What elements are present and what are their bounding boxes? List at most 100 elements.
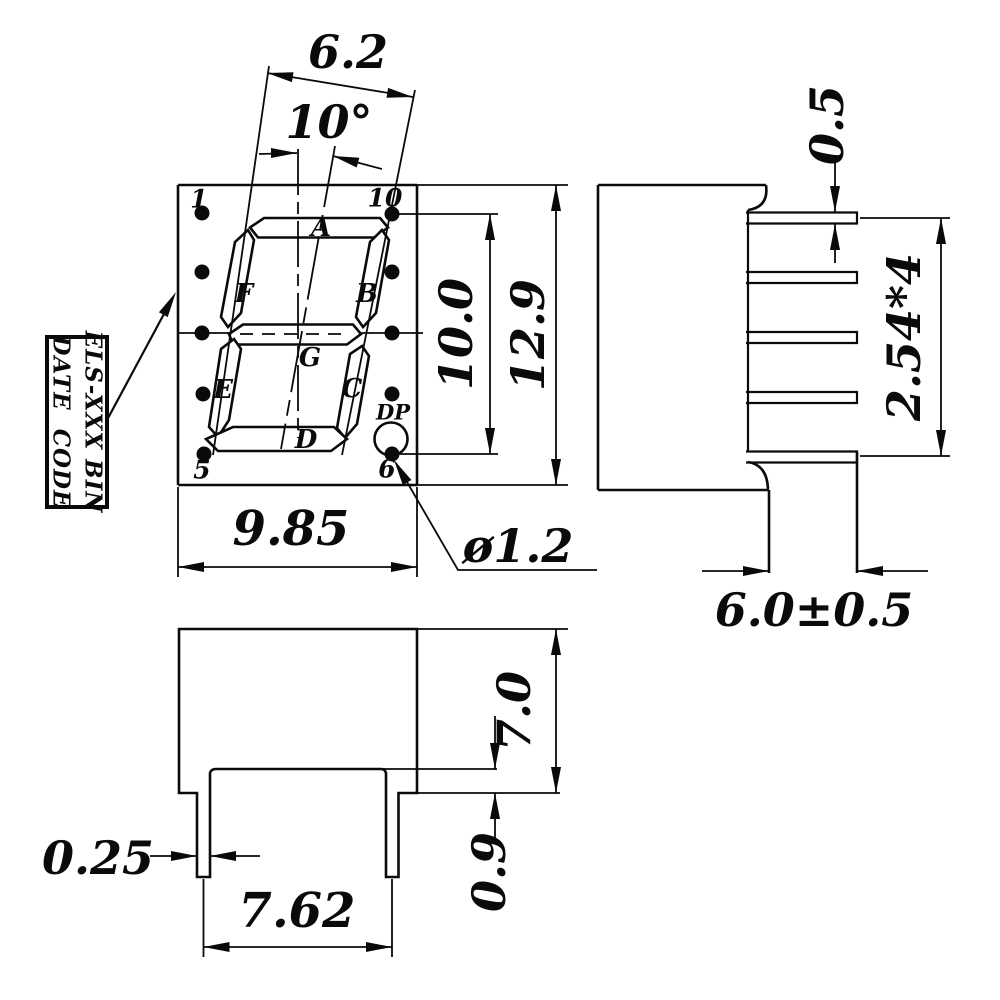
arrowhead xyxy=(203,942,230,952)
dim-text-slant-angle: 10° xyxy=(285,95,372,149)
arrowhead xyxy=(490,793,500,819)
segment-d-label: D xyxy=(294,425,318,455)
arrowhead xyxy=(333,156,360,168)
pin1-number: 1 xyxy=(190,185,207,214)
dim-digit-height: 10.0 xyxy=(429,214,495,454)
arrowhead xyxy=(267,72,294,83)
side-pin-5 xyxy=(746,450,859,464)
arrowhead xyxy=(551,459,561,485)
dim-standoff: 0.9 xyxy=(462,716,516,912)
dot-pin10 xyxy=(384,206,400,222)
arrowhead xyxy=(743,566,769,576)
arrowhead xyxy=(936,430,946,456)
dot-right-3 xyxy=(384,325,400,341)
bottom-outline xyxy=(177,627,419,879)
arrowhead xyxy=(366,942,392,952)
arrowhead xyxy=(551,767,561,793)
dim-text-depth: 7.0 xyxy=(487,671,541,751)
dim-text-face-width: 9.85 xyxy=(233,501,350,557)
part-label-line1: ELS-XXX BIN xyxy=(80,330,107,514)
pin5-number: 5 xyxy=(193,456,210,485)
arrowhead xyxy=(830,186,840,212)
arrowhead xyxy=(158,292,176,318)
segment-dp-label: DP xyxy=(375,400,411,425)
arrowhead xyxy=(551,185,561,211)
dim-text-face-height: 12.9 xyxy=(501,279,555,391)
arrowhead xyxy=(178,562,204,572)
arrowhead xyxy=(210,851,236,861)
dot-pin5 xyxy=(196,446,212,462)
dim-text-standoff: 0.9 xyxy=(462,832,516,912)
dim-text-lead-thickness: 0.25 xyxy=(42,831,154,885)
part-label-tag: ELS-XXX BIN DATE CODE xyxy=(45,292,176,514)
dim-depth: 7.0 xyxy=(487,629,561,793)
dim-tab-width: 6.0±0.5 xyxy=(702,566,928,637)
dim-pin-pitch: 2.54*4 xyxy=(860,217,950,457)
side-pin-4 xyxy=(746,390,859,405)
dim-text-lead-spacing: 7.62 xyxy=(239,883,356,939)
dot-left-4 xyxy=(195,386,211,402)
ext-line-digit-left xyxy=(212,65,270,456)
arrowhead xyxy=(830,224,840,250)
segment-b xyxy=(354,227,391,330)
dot-left-2 xyxy=(194,264,210,280)
arrowhead xyxy=(386,87,413,98)
side-pins xyxy=(746,211,859,464)
segment-b-label: B xyxy=(355,279,378,309)
segment-a-label: A xyxy=(308,213,331,243)
dim-digit-width: 6.2 xyxy=(266,25,414,98)
dim-lead-thickness: 0.25 xyxy=(42,831,260,885)
side-fillet-bottom xyxy=(747,460,770,490)
dim-face-width: 9.85 xyxy=(178,501,417,572)
dot-right-4 xyxy=(384,386,400,402)
slanted-centerline xyxy=(280,145,336,450)
arrowhead xyxy=(857,566,883,576)
pin-dots xyxy=(194,205,400,462)
side-pin-3 xyxy=(746,330,859,345)
dim-text-digit-height: 10.0 xyxy=(429,278,483,390)
dim-text-pin-pitch: 2.54*4 xyxy=(877,253,931,422)
bottom-view: 7.0 0.9 0.25 7.62 xyxy=(42,627,568,957)
arrowhead xyxy=(171,851,197,861)
side-pin-2 xyxy=(746,270,859,285)
arrowhead xyxy=(551,629,561,655)
dim-slant-angle: 10° xyxy=(258,95,383,170)
pin10-number: 10 xyxy=(368,184,403,213)
dim-pin-thickness: 0.5 xyxy=(800,85,854,263)
dim-lead-spacing: 7.62 xyxy=(202,879,393,957)
dim-text-dp-diameter: ø1.2 xyxy=(461,519,574,573)
segment-c-label: C xyxy=(342,374,363,404)
part-label-box xyxy=(45,335,109,509)
dim-text-digit-width: 6.2 xyxy=(308,25,388,79)
ext-line-digit-right xyxy=(341,89,416,456)
arrowhead xyxy=(485,428,495,454)
dot-right-2 xyxy=(384,264,400,280)
arrowhead xyxy=(394,460,412,485)
front-view: A F B G E C D DP 1 10 5 6 6.2 10° xyxy=(176,25,597,577)
dim-dp-diameter: ø1.2 xyxy=(394,460,597,573)
segment-g-label: G xyxy=(299,343,321,373)
leader-line-dp xyxy=(395,462,597,571)
arrowhead xyxy=(485,214,495,240)
part-label-text-group: ELS-XXX BIN DATE CODE xyxy=(48,330,107,514)
arrowhead xyxy=(391,562,417,572)
dim-text-pin-thickness: 0.5 xyxy=(800,85,854,165)
part-label-leader xyxy=(106,298,173,421)
dot-pin1 xyxy=(194,205,210,221)
segment-e-label: E xyxy=(212,375,234,405)
pin6-number: 6 xyxy=(378,455,395,484)
side-fillet-top xyxy=(747,184,768,212)
dim-text-tab-width: 6.0±0.5 xyxy=(715,583,914,637)
side-pin-1 xyxy=(746,211,859,225)
dim-face-height: 12.9 xyxy=(501,185,561,485)
segment-f-label: F xyxy=(234,279,255,309)
arrowhead xyxy=(271,148,297,158)
arrowhead xyxy=(490,743,500,769)
part-label-line2: DATE CODE xyxy=(48,334,75,508)
dot-left-3 xyxy=(194,325,210,341)
dot-pin6 xyxy=(384,446,400,462)
arrowhead xyxy=(936,218,946,244)
side-view: 0.5 2.54*4 6.0±0.5 xyxy=(596,85,950,637)
